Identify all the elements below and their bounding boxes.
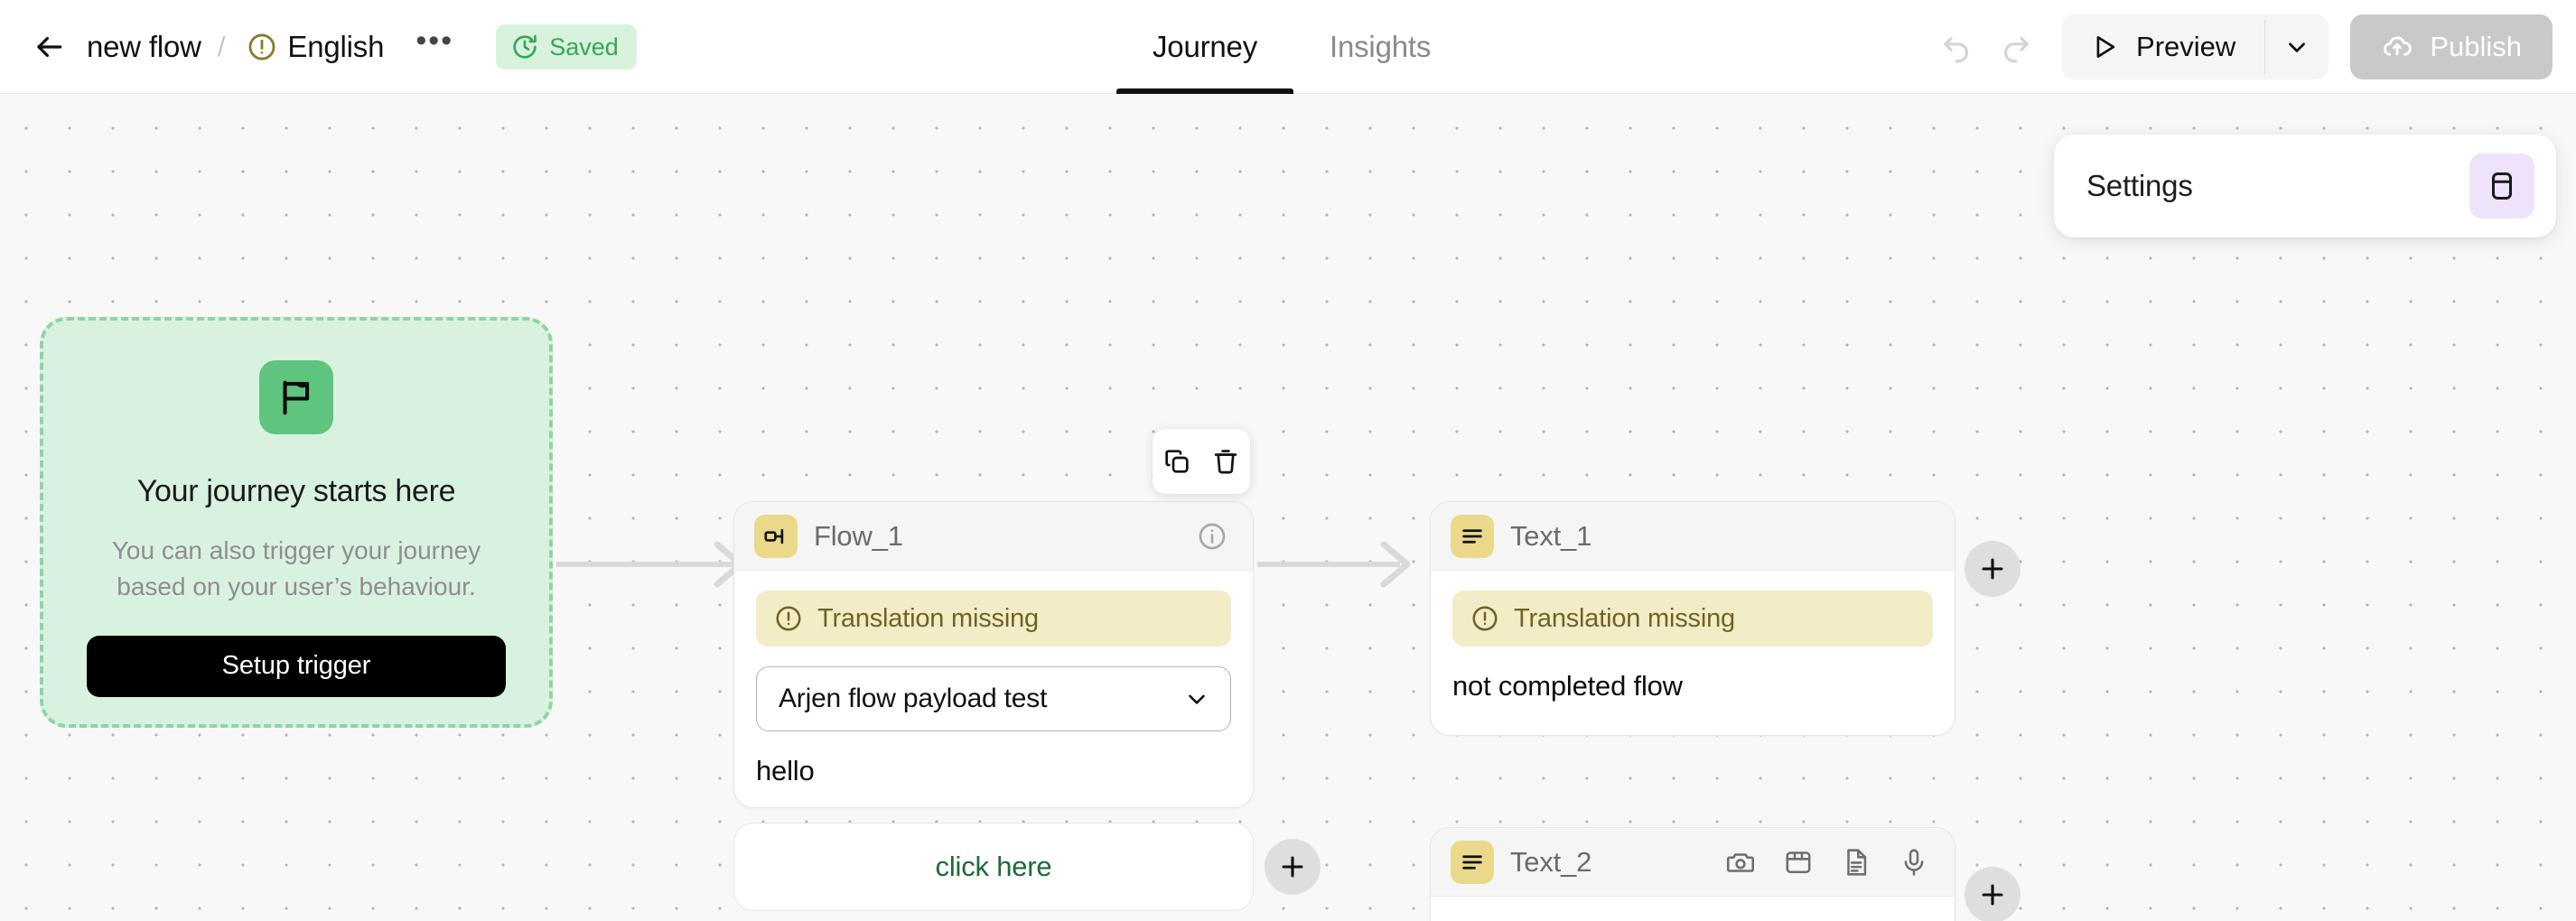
node-action-toolbar <box>1153 429 1250 494</box>
panel-layout-icon <box>2491 172 2513 200</box>
flag-badge <box>259 360 333 434</box>
setup-trigger-button[interactable]: Setup trigger <box>87 635 506 697</box>
plus-icon <box>1982 558 2003 580</box>
publish-button[interactable]: Publish <box>2350 14 2553 79</box>
text-node-badge <box>1451 840 1494 884</box>
node-text-2-body: @ref_Flow_1 <box>1431 897 1955 921</box>
undo-icon <box>1944 36 1969 63</box>
alert-circle-icon <box>1472 606 1498 631</box>
preview-label: Preview <box>2136 31 2236 62</box>
node-text-1-header: Text_1 <box>1431 502 1955 571</box>
play-icon <box>2096 36 2115 58</box>
preview-button[interactable]: Preview <box>2062 14 2264 79</box>
tab-insights[interactable]: Insights <box>1330 30 1432 63</box>
alert-circle-icon <box>248 33 275 60</box>
duplicate-node-button[interactable] <box>1157 442 1197 481</box>
document-icon <box>1847 848 1867 876</box>
microphone-icon <box>1904 848 1924 876</box>
node-text-1-title: Text_1 <box>1510 519 1592 552</box>
node-text-1[interactable]: Text_1 Translation missing not completed… <box>1430 501 1955 736</box>
header-left-group: new flow / English ••• Saved <box>23 0 637 94</box>
node-flow-1-info-button[interactable] <box>1193 517 1231 555</box>
clock-refresh-icon <box>513 34 537 59</box>
node-flow-1-message: hello <box>756 755 815 786</box>
trash-icon <box>1214 450 1237 474</box>
delete-node-button[interactable] <box>1206 442 1246 481</box>
flow-name[interactable]: new flow <box>87 30 201 63</box>
add-node-button-after-text-1[interactable] <box>1965 541 2021 597</box>
node-text-1-message: not completed flow <box>1452 670 1683 702</box>
flow-canvas[interactable]: Settings Your journey starts here You ca… <box>0 95 2576 921</box>
start-card-subtitle: You can also trigger your journey based … <box>111 536 481 600</box>
warning-label: Translation missing <box>1514 603 1735 633</box>
add-image-button[interactable] <box>1722 843 1759 881</box>
translation-missing-warning: Translation missing <box>1452 591 1933 647</box>
redo-button[interactable] <box>1986 19 2042 75</box>
add-audio-button[interactable] <box>1895 843 1933 881</box>
preview-divider <box>2264 20 2266 74</box>
top-bar: new flow / English ••• Saved Journey Ins… <box>0 0 2576 94</box>
settings-title: Settings <box>2086 169 2193 202</box>
calendar-icon <box>1786 851 1811 873</box>
arrow-left-icon <box>37 36 62 58</box>
journey-start-card: Your journey starts here You can also tr… <box>40 317 553 728</box>
alert-circle-icon <box>776 606 801 631</box>
back-button[interactable] <box>23 22 74 72</box>
more-options-button[interactable]: ••• <box>415 23 454 58</box>
node-flow-1-header: Flow_1 <box>734 502 1253 571</box>
add-node-button-after-text-2[interactable] <box>1965 867 2021 921</box>
settings-panel: Settings <box>2054 135 2556 237</box>
redo-icon <box>2003 36 2029 63</box>
connector-flow1-to-text1 <box>1257 541 1411 588</box>
node-text-2-header-actions <box>1722 843 1933 881</box>
tab-journey[interactable]: Journey <box>1116 0 1294 94</box>
chevron-down-icon <box>2289 42 2306 52</box>
preview-button-group: Preview <box>2062 14 2329 79</box>
start-card-title: Your journey starts here <box>136 474 456 508</box>
publish-label: Publish <box>2430 31 2522 62</box>
breadcrumb-separator: / <box>217 31 226 62</box>
language-selector[interactable]: English <box>241 26 389 68</box>
view-tabs: Journey Insights <box>1116 0 1467 94</box>
language-label: English <box>287 30 385 63</box>
text-lines-icon <box>1462 854 1482 870</box>
undo-button[interactable] <box>1930 19 1986 75</box>
flag-icon <box>283 380 310 415</box>
flow-payload-select-value: Arjen flow payload test <box>779 684 1048 713</box>
warning-label: Translation missing <box>817 603 1039 633</box>
cloud-upload-icon <box>2384 36 2413 56</box>
header-right-group: Preview Publish <box>1930 0 2553 94</box>
flow-payload-select[interactable]: Arjen flow payload test <box>756 666 1231 731</box>
add-card-button[interactable] <box>1779 843 1817 881</box>
camera-icon <box>1726 852 1755 872</box>
add-document-button[interactable] <box>1837 843 1875 881</box>
status-badge: Saved <box>496 24 637 70</box>
preview-dropdown-button[interactable] <box>2265 14 2329 79</box>
node-flow-1-title: Flow_1 <box>814 519 903 552</box>
saved-label: Saved <box>549 33 619 60</box>
node-flow-1-body: Translation missing Arjen flow payload t… <box>734 571 1253 807</box>
text-lines-icon <box>1462 528 1482 544</box>
node-text-2-header: Text_2 <box>1431 828 1955 897</box>
flow-1-option-click-here[interactable]: click here <box>733 823 1254 911</box>
chevron-down-icon <box>1189 694 1205 704</box>
flow-node-icon <box>764 528 784 544</box>
translation-missing-warning: Translation missing <box>756 591 1231 647</box>
plus-icon <box>1282 856 1303 878</box>
settings-panel-toggle-button[interactable] <box>2469 154 2534 219</box>
plus-icon <box>1982 884 2003 906</box>
flow-node-badge <box>754 514 798 558</box>
node-text-2-title: Text_2 <box>1510 845 1592 878</box>
copy-icon <box>1165 450 1189 473</box>
info-circle-icon <box>1199 523 1226 549</box>
text-node-badge <box>1451 514 1494 558</box>
node-text-1-body: Translation missing not completed flow <box>1431 571 1955 726</box>
add-node-button-after-option[interactable] <box>1265 839 1321 895</box>
node-flow-1[interactable]: Flow_1 Translation missing Arjen flo <box>733 501 1254 808</box>
node-text-2[interactable]: Text_2 <box>1430 827 1955 921</box>
